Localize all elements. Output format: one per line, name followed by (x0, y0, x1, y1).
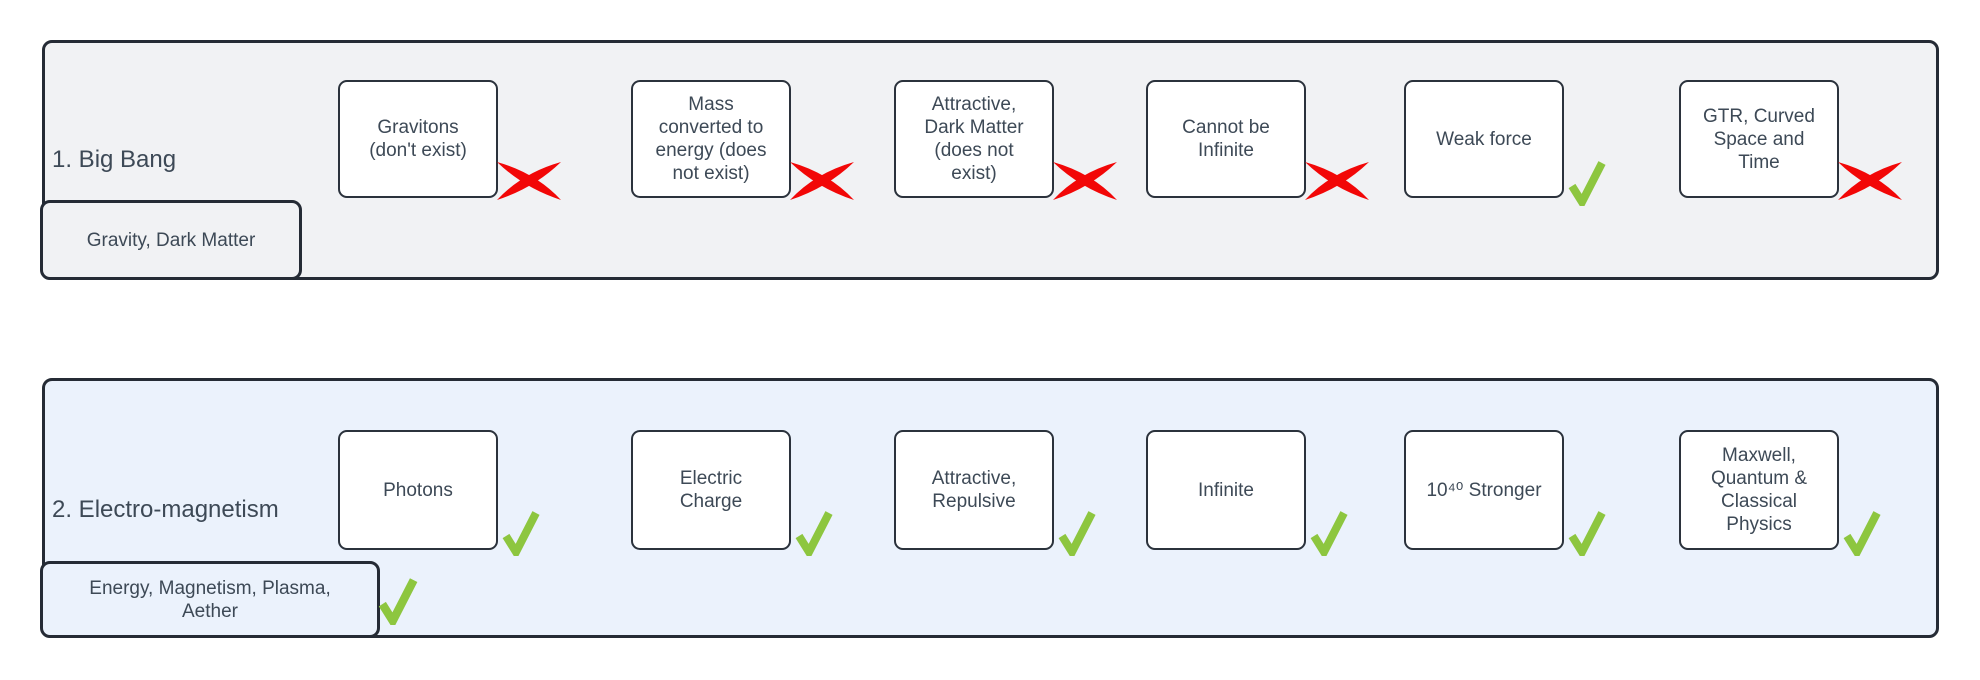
tag-label: Energy, Magnetism, Plasma, Aether (89, 577, 331, 622)
claim-box-gtr-curved-space-time: GTR, Curved Space and Time (1679, 80, 1902, 200)
claim-box-cannot-be-infinite: Cannot be Infinite (1146, 80, 1369, 200)
claim-box-weak-force: Weak force (1404, 80, 1564, 198)
claim-box-attractive-repulsive: Attractive, Repulsive (894, 430, 1054, 550)
claim-box-attractive-dark-matter: Attractive, Dark Matter (does not exist) (894, 80, 1117, 200)
lane-electro-magnetism-title: 2. Electro-magnetism (52, 496, 279, 523)
claim-box-10-40-stronger: 10⁴⁰ Stronger (1404, 430, 1564, 550)
claim-box-infinite: Infinite (1146, 430, 1306, 550)
claim-box-maxwell-quantum-classical: Maxwell, Quantum & Classical Physics (1679, 430, 1839, 550)
lane-big-bang-title: 1. Big Bang (52, 146, 177, 173)
claim-box-mass-energy: Mass converted to energy (does not exist… (631, 80, 854, 200)
tag-energy-magnetism-plasma-aether: Energy, Magnetism, Plasma, Aether (40, 561, 380, 638)
tag-label: Gravity, Dark Matter (86, 229, 256, 251)
tag-gravity-dark-matter: Gravity, Dark Matter (40, 200, 302, 280)
claim-box-photons: Photons (338, 430, 498, 550)
claim-box-gravitons: Gravitons (don't exist) (338, 80, 561, 200)
claim-box-electric-charge: Electric Charge (631, 430, 791, 550)
